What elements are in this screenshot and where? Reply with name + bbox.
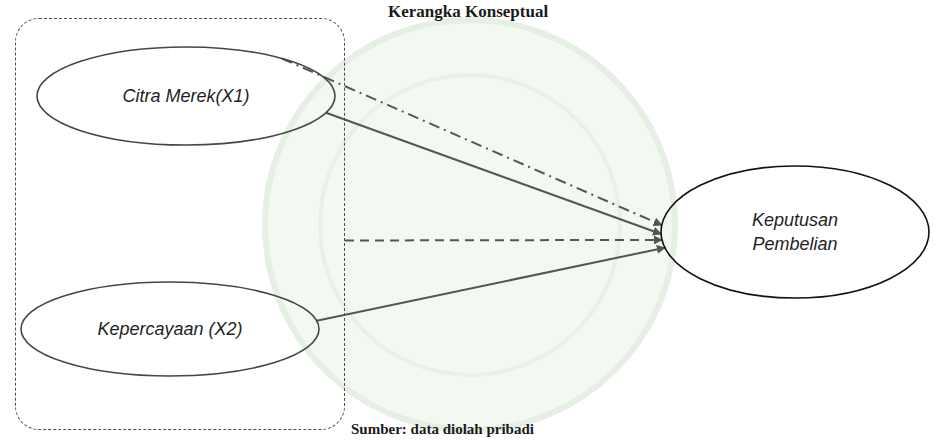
ellipse-shape <box>661 166 929 298</box>
dashed-arrow <box>345 239 662 242</box>
ellipse-shape <box>37 47 335 145</box>
solid-arrow <box>317 248 665 321</box>
ellipse-outline <box>660 165 930 299</box>
dashed-arrow <box>282 59 662 226</box>
variable-ellipse: Citra Merek(X1) <box>36 46 336 146</box>
node-label: Citra Merek(X1) <box>122 84 249 108</box>
source-caption: Sumber: data diolah pribadi <box>351 421 534 438</box>
node-label: Keputusan Pembelian <box>717 208 874 257</box>
variable-ellipse: Kepercayaan (X2) <box>20 281 320 377</box>
watermark-logo <box>265 20 675 430</box>
diagram-title: Kerangka Konseptual <box>388 2 548 22</box>
outcome-ellipse: Keputusan Pembelian <box>660 165 930 299</box>
solid-arrow <box>326 113 661 234</box>
group-box: Citra Merek(X1) Kepercayaan (X2) <box>15 18 345 430</box>
ellipse-shape <box>21 282 319 376</box>
node-label: Kepercayaan (X2) <box>97 317 242 341</box>
watermark-ring <box>320 75 620 375</box>
